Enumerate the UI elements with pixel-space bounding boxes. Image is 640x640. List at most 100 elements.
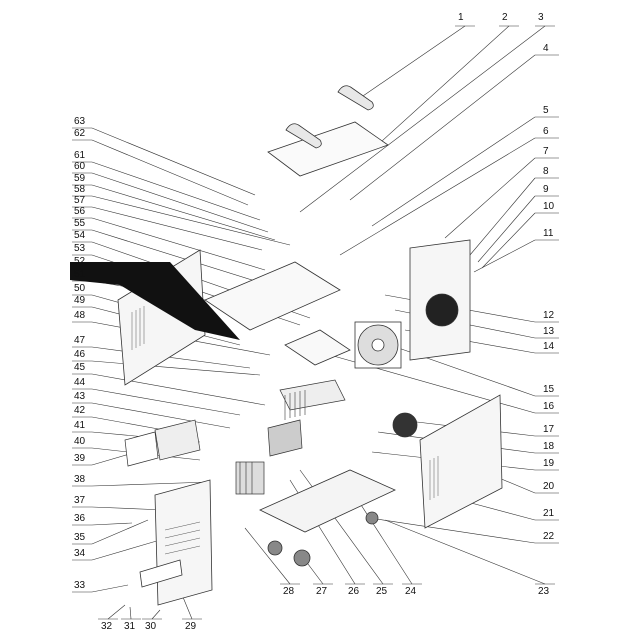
leader-line-6 [339, 137, 536, 256]
callout-3: 3 [538, 12, 544, 23]
heatsink [267, 379, 346, 457]
leader-line-4 [349, 54, 536, 201]
leader-line-34 [91, 539, 161, 561]
callout-29: 29 [185, 621, 197, 632]
callout-51: 51 [74, 269, 86, 280]
callout-57: 57 [74, 195, 86, 206]
leader-line-8 [469, 177, 536, 256]
leader-line-46 [91, 360, 261, 376]
callout-60: 60 [74, 161, 86, 172]
callout-59: 59 [74, 173, 86, 184]
callout-27: 27 [316, 586, 328, 597]
callout-23: 23 [538, 586, 550, 597]
leader-line-32 [107, 604, 126, 620]
front-panel [139, 479, 213, 606]
callout-50: 50 [74, 283, 86, 294]
leader-line-1 [359, 25, 466, 99]
callout-41: 41 [74, 420, 86, 431]
chassis-plate [204, 261, 351, 366]
callout-53: 53 [74, 243, 86, 254]
callout-17: 17 [543, 424, 555, 435]
callout-49: 49 [74, 295, 86, 306]
leader-line-9 [477, 195, 536, 263]
leader-line-5 [371, 116, 536, 227]
callout-62: 62 [74, 128, 86, 139]
callout-45: 45 [74, 362, 86, 373]
leader-line-62 [91, 139, 249, 206]
callout-10: 10 [543, 201, 555, 212]
leader-line-57 [91, 206, 263, 251]
callout-28: 28 [283, 586, 295, 597]
callout-40: 40 [74, 436, 86, 447]
callout-54: 54 [74, 230, 86, 241]
callout-33: 33 [74, 580, 86, 591]
callout-8: 8 [543, 166, 549, 177]
callout-31: 31 [124, 621, 136, 632]
callout-13: 13 [543, 326, 555, 337]
callout-35: 35 [74, 532, 86, 543]
leader-line-56 [91, 217, 266, 271]
callout-9: 9 [543, 184, 549, 195]
leader-line-47 [91, 346, 251, 369]
callout-18: 18 [543, 441, 555, 452]
callout-11: 11 [543, 228, 554, 239]
leader-line-2 [371, 25, 510, 151]
callout-24: 24 [405, 586, 417, 597]
callout-48: 48 [74, 310, 86, 321]
callout-61: 61 [74, 150, 86, 161]
callout-38: 38 [74, 474, 86, 485]
leader-line-11 [473, 239, 536, 273]
callout-26: 26 [348, 586, 360, 597]
callout-32: 32 [101, 621, 113, 632]
leader-line-33 [91, 584, 129, 593]
callout-37: 37 [74, 495, 86, 506]
callout-16: 16 [543, 401, 555, 412]
callout-12: 12 [543, 310, 555, 321]
callout-20: 20 [543, 481, 555, 492]
callout-22: 22 [543, 531, 555, 542]
callout-2: 2 [502, 12, 508, 23]
leader-line-36 [91, 522, 133, 526]
leader-line-31 [129, 606, 132, 620]
callout-36: 36 [74, 513, 86, 524]
leader-line-45 [91, 373, 266, 406]
callout-14: 14 [543, 341, 555, 352]
callout-6: 6 [543, 126, 549, 137]
leader-line-27 [304, 559, 324, 585]
callout-52: 52 [74, 256, 86, 267]
callout-47: 47 [74, 335, 86, 346]
control-pcb [124, 419, 201, 467]
callout-55: 55 [74, 218, 86, 229]
top-cover [267, 85, 389, 177]
leader-line-59 [91, 184, 276, 241]
leader-line-43 [91, 402, 231, 429]
rear-fan-panel [354, 239, 471, 369]
insulating-sheet [70, 262, 240, 340]
callout-43: 43 [74, 391, 86, 402]
leader-line-10 [481, 212, 536, 269]
callout-58: 58 [74, 184, 86, 195]
callout-15: 15 [543, 384, 555, 395]
leader-line-22 [369, 517, 536, 544]
callout-7: 7 [543, 146, 549, 157]
right-side-panel [392, 394, 503, 529]
callout-5: 5 [543, 105, 549, 116]
callout-19: 19 [543, 458, 555, 469]
callout-44: 44 [74, 377, 86, 388]
leader-line-35 [91, 519, 149, 545]
base-chassis [259, 469, 396, 567]
callout-63: 63 [74, 116, 86, 127]
callout-4: 4 [543, 43, 549, 54]
leader-line-3 [299, 25, 546, 213]
callout-25: 25 [376, 586, 388, 597]
leader-line-58 [91, 195, 291, 246]
leader-line-37 [91, 506, 166, 511]
callout-1: 1 [458, 12, 464, 23]
leader-line-44 [91, 388, 241, 416]
callout-39: 39 [74, 453, 86, 464]
callout-34: 34 [74, 548, 86, 559]
leader-line-63 [91, 127, 256, 196]
leader-line-60 [91, 172, 269, 233]
